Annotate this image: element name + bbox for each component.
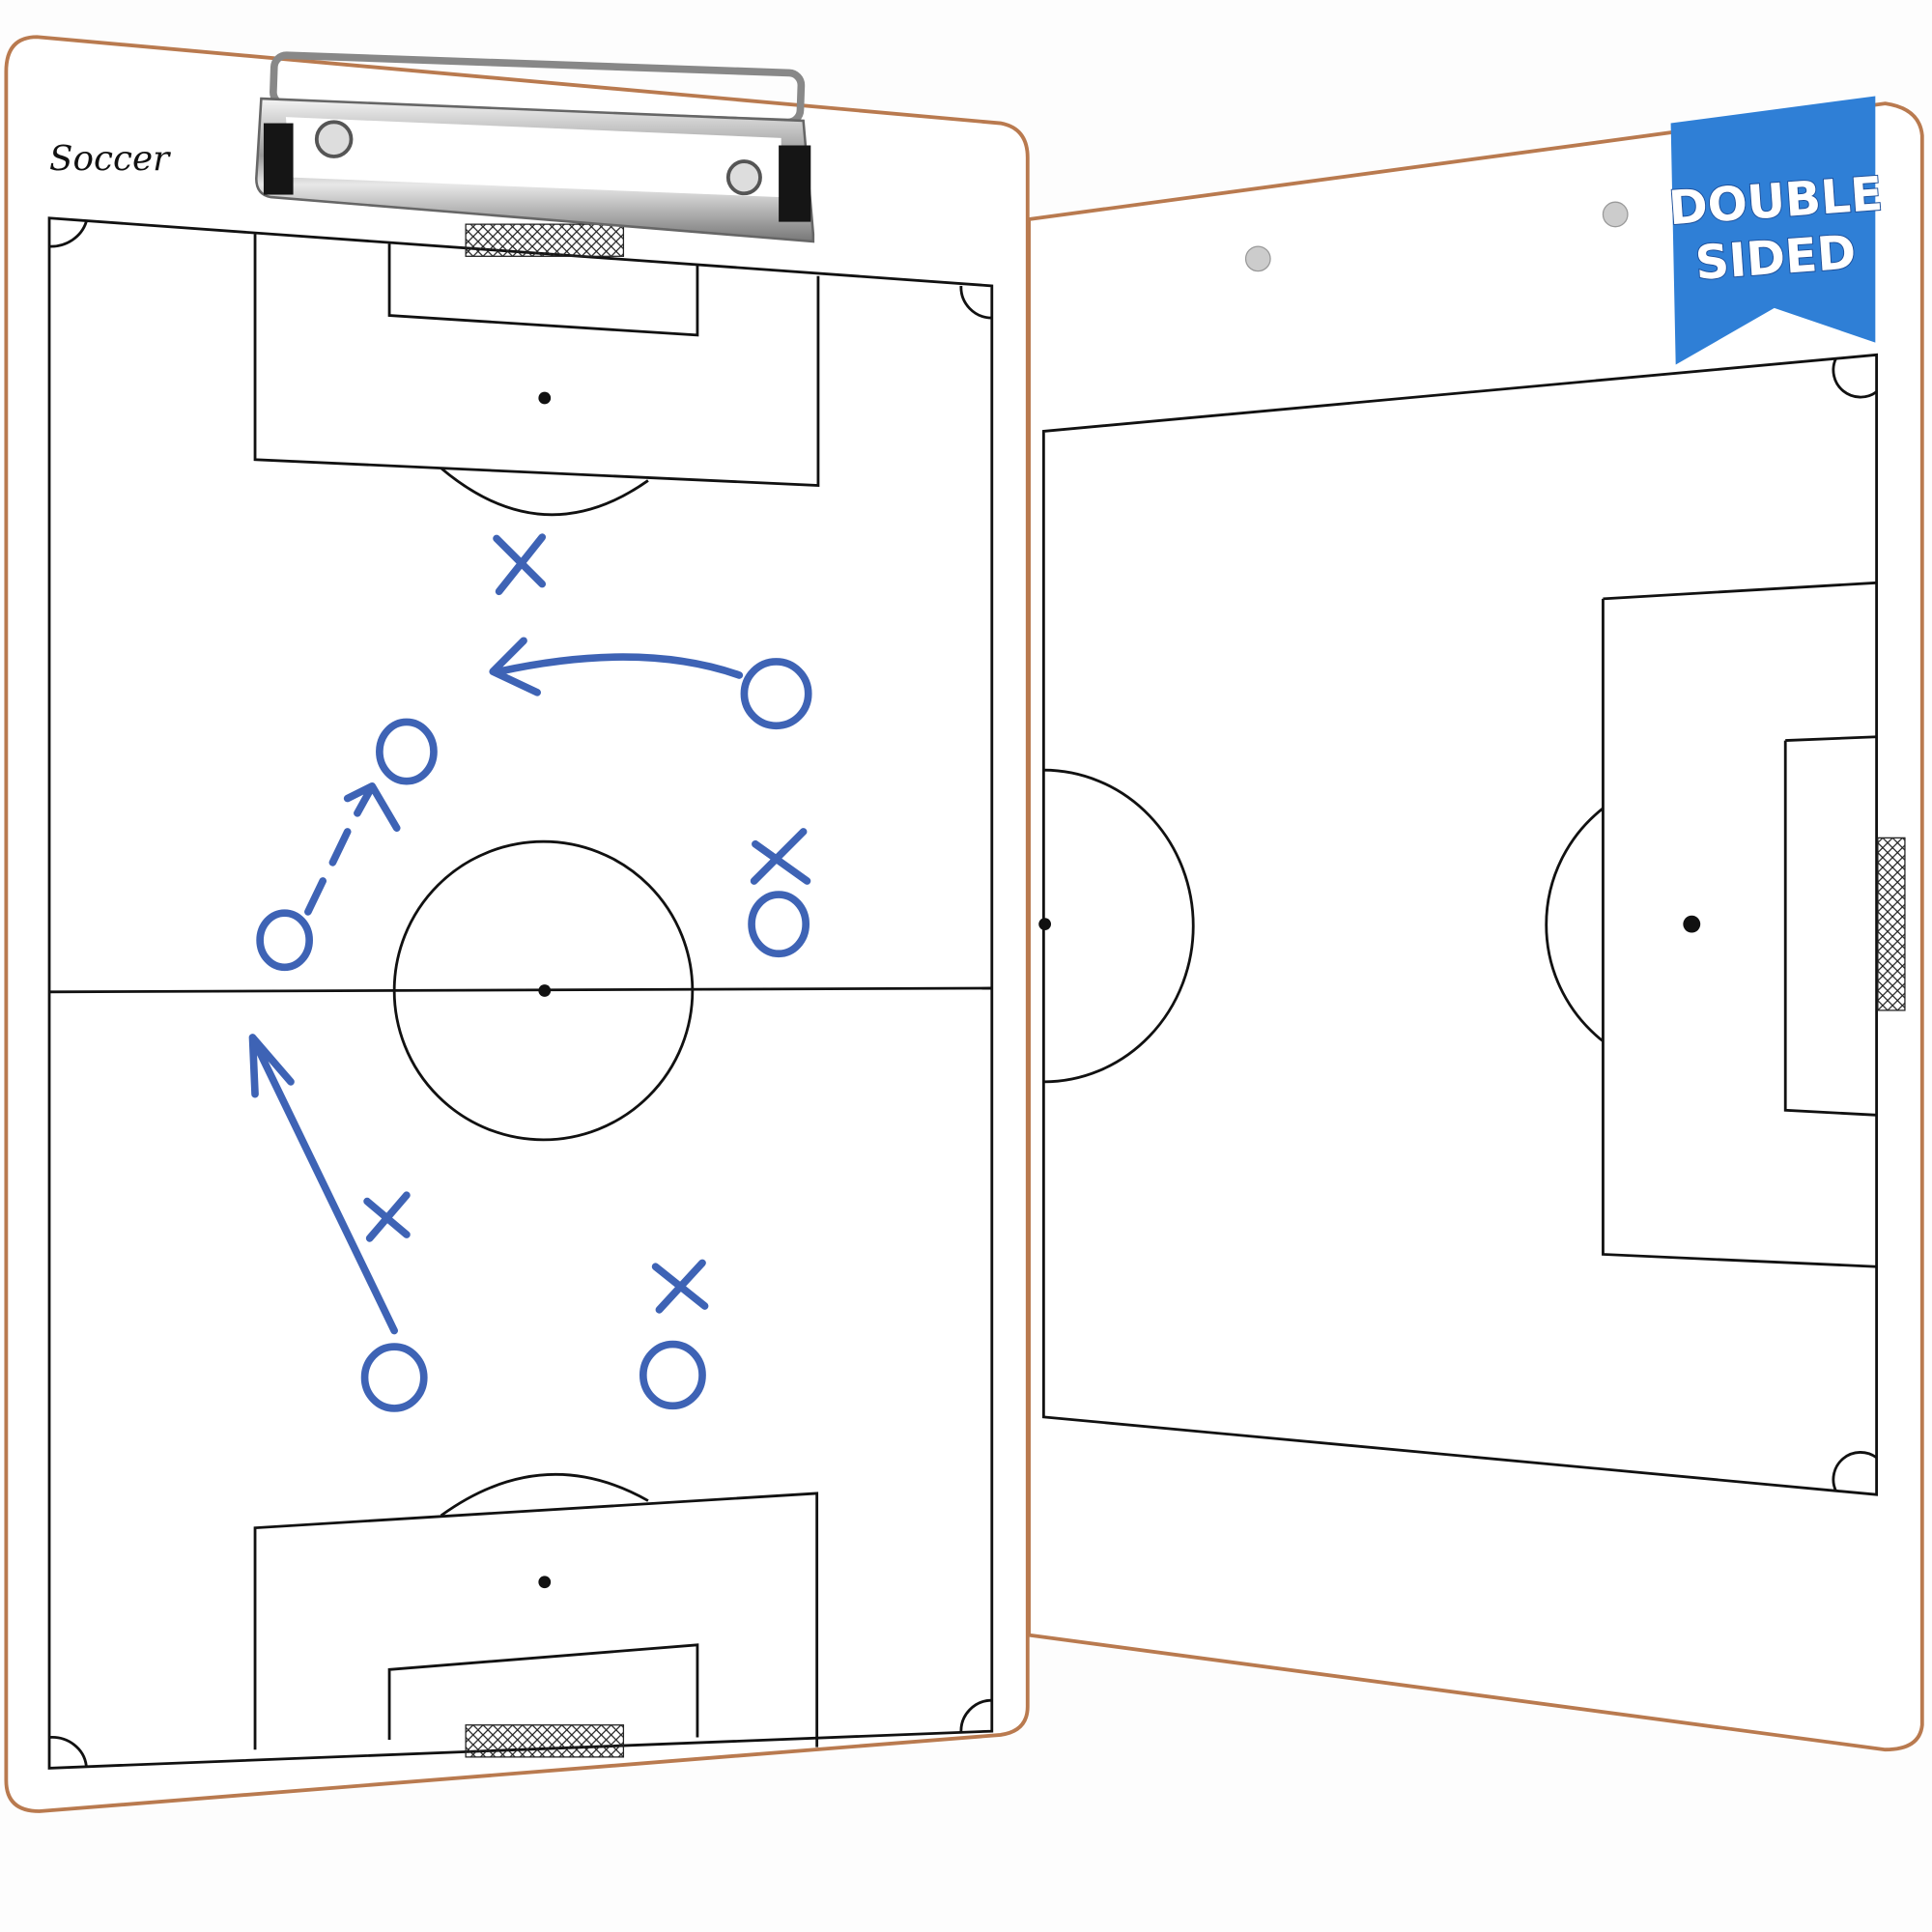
center-spot bbox=[1038, 918, 1052, 931]
penalty-spot bbox=[538, 391, 552, 405]
back-clipboard: DOUBLE SIDED bbox=[1027, 96, 1924, 1752]
o-mark bbox=[740, 658, 812, 730]
rivet bbox=[1244, 245, 1271, 272]
play-diagram bbox=[248, 533, 812, 1412]
goal-net bbox=[465, 223, 625, 257]
goal-net bbox=[1877, 837, 1906, 1011]
o-mark bbox=[376, 718, 438, 785]
metal-clip bbox=[255, 51, 815, 243]
rivet bbox=[1602, 201, 1629, 228]
dashed-arrow bbox=[304, 781, 401, 916]
center-spot bbox=[538, 984, 552, 997]
x-mark bbox=[750, 828, 811, 885]
goal-net bbox=[465, 1724, 625, 1758]
board-front bbox=[4, 35, 1030, 1813]
half-field bbox=[1041, 353, 1879, 1496]
x-mark bbox=[651, 1259, 709, 1314]
o-mark bbox=[748, 891, 810, 958]
badge-line-2: SIDED bbox=[1693, 225, 1858, 290]
arrow bbox=[489, 637, 744, 696]
full-field bbox=[47, 216, 994, 1770]
penalty-spot bbox=[538, 1576, 552, 1589]
o-mark bbox=[639, 1340, 706, 1410]
double-sided-badge: DOUBLE SIDED bbox=[1666, 96, 1886, 365]
o-mark bbox=[256, 909, 313, 972]
o-mark bbox=[360, 1343, 428, 1412]
penalty-spot bbox=[1683, 915, 1701, 933]
x-mark bbox=[363, 1191, 411, 1242]
board-back bbox=[1027, 101, 1924, 1752]
front-clipboard: Soccer bbox=[4, 35, 1030, 1813]
x-mark bbox=[493, 533, 547, 596]
brand-label: Soccer bbox=[49, 139, 171, 179]
arrow bbox=[248, 1034, 398, 1335]
